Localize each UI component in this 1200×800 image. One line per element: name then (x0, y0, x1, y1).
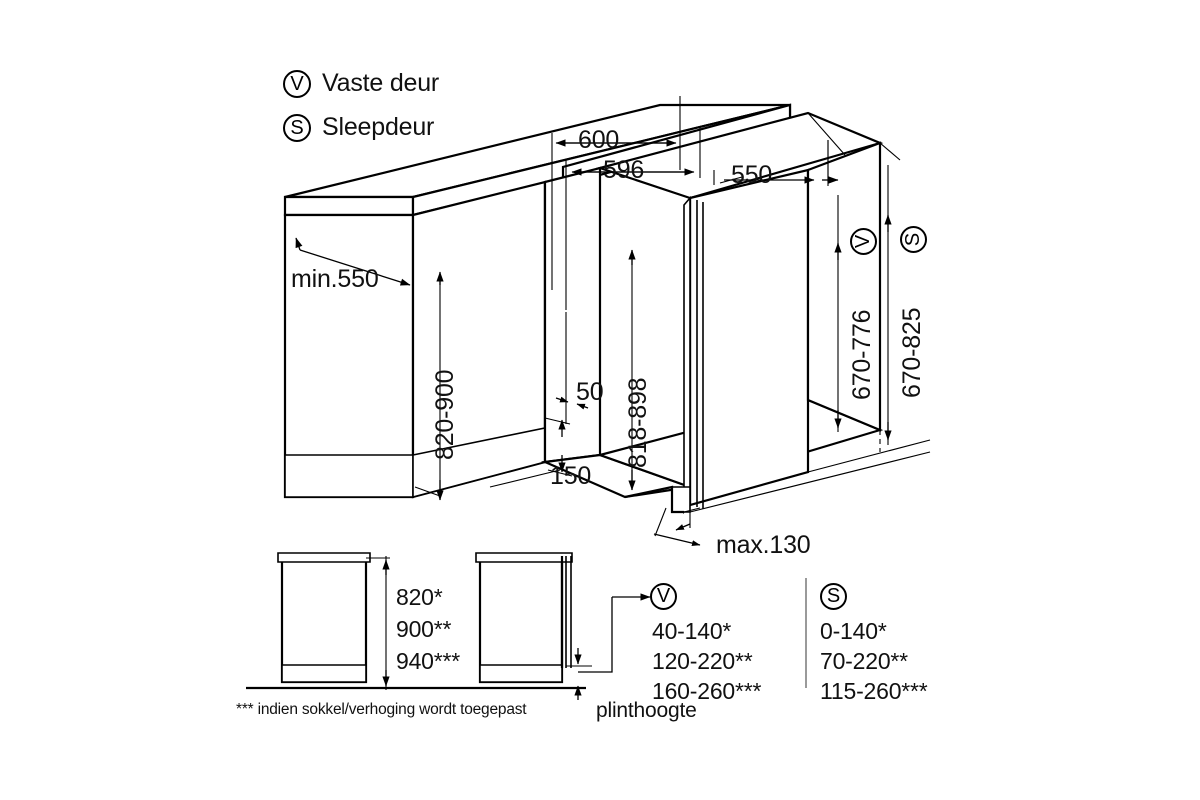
legend-symbol-s-letter: S (290, 116, 304, 139)
dimension-600: 600 (578, 126, 620, 154)
dimension-670-825: 670-825 (898, 307, 926, 398)
footnote-sokkel: *** indien sokkel/verhoging wordt toegep… (236, 701, 527, 718)
label-plinthoogte: plinthoogte (596, 699, 697, 722)
legend-symbol-sleepdeur: S (283, 114, 311, 142)
table-v-value-2: 120-220** (652, 648, 753, 674)
table-s-value-3: 115-260*** (820, 678, 928, 704)
legend-symbol-vaste-deur: V (283, 70, 311, 98)
elevation-height-820: 820* (396, 584, 443, 610)
table-symbol-v-letter: V (656, 585, 671, 607)
symbol-v-letter: V (852, 234, 874, 249)
legend-symbol-v-letter: V (290, 72, 304, 95)
dimension-min-550: min.550 (291, 265, 379, 293)
table-s-value-1: 0-140* (820, 618, 887, 644)
table-v-value-3: 160-260*** (652, 678, 762, 704)
table-symbol-v: V (650, 583, 677, 610)
legend-label-vaste-deur: Vaste deur (322, 69, 440, 97)
elevation-height-900: 900** (396, 616, 452, 642)
dimension-50: 50 (576, 378, 604, 406)
dimension-596: 596 (603, 156, 645, 184)
legend-label-sleepdeur: Sleepdeur (322, 113, 435, 141)
dimension-max-130: max.130 (716, 531, 811, 559)
symbol-s-letter: S (902, 232, 924, 247)
table-symbol-s: S (820, 583, 847, 610)
dimension-symbol-v-fixed-door: V (850, 228, 877, 255)
dimension-150: 150 (550, 462, 592, 490)
dimension-820-900: 820-900 (431, 369, 459, 460)
dimension-550-depth: 550 (731, 161, 773, 189)
dimension-670-776: 670-776 (848, 309, 876, 400)
dimension-818-898: 818-898 (624, 377, 652, 468)
table-symbol-s-letter: S (826, 585, 841, 607)
dimension-symbol-s-sliding-door: S (900, 226, 927, 253)
table-v-value-1: 40-140* (652, 618, 732, 644)
table-s-value-2: 70-220** (820, 648, 908, 674)
elevation-height-940: 940*** (396, 648, 461, 674)
